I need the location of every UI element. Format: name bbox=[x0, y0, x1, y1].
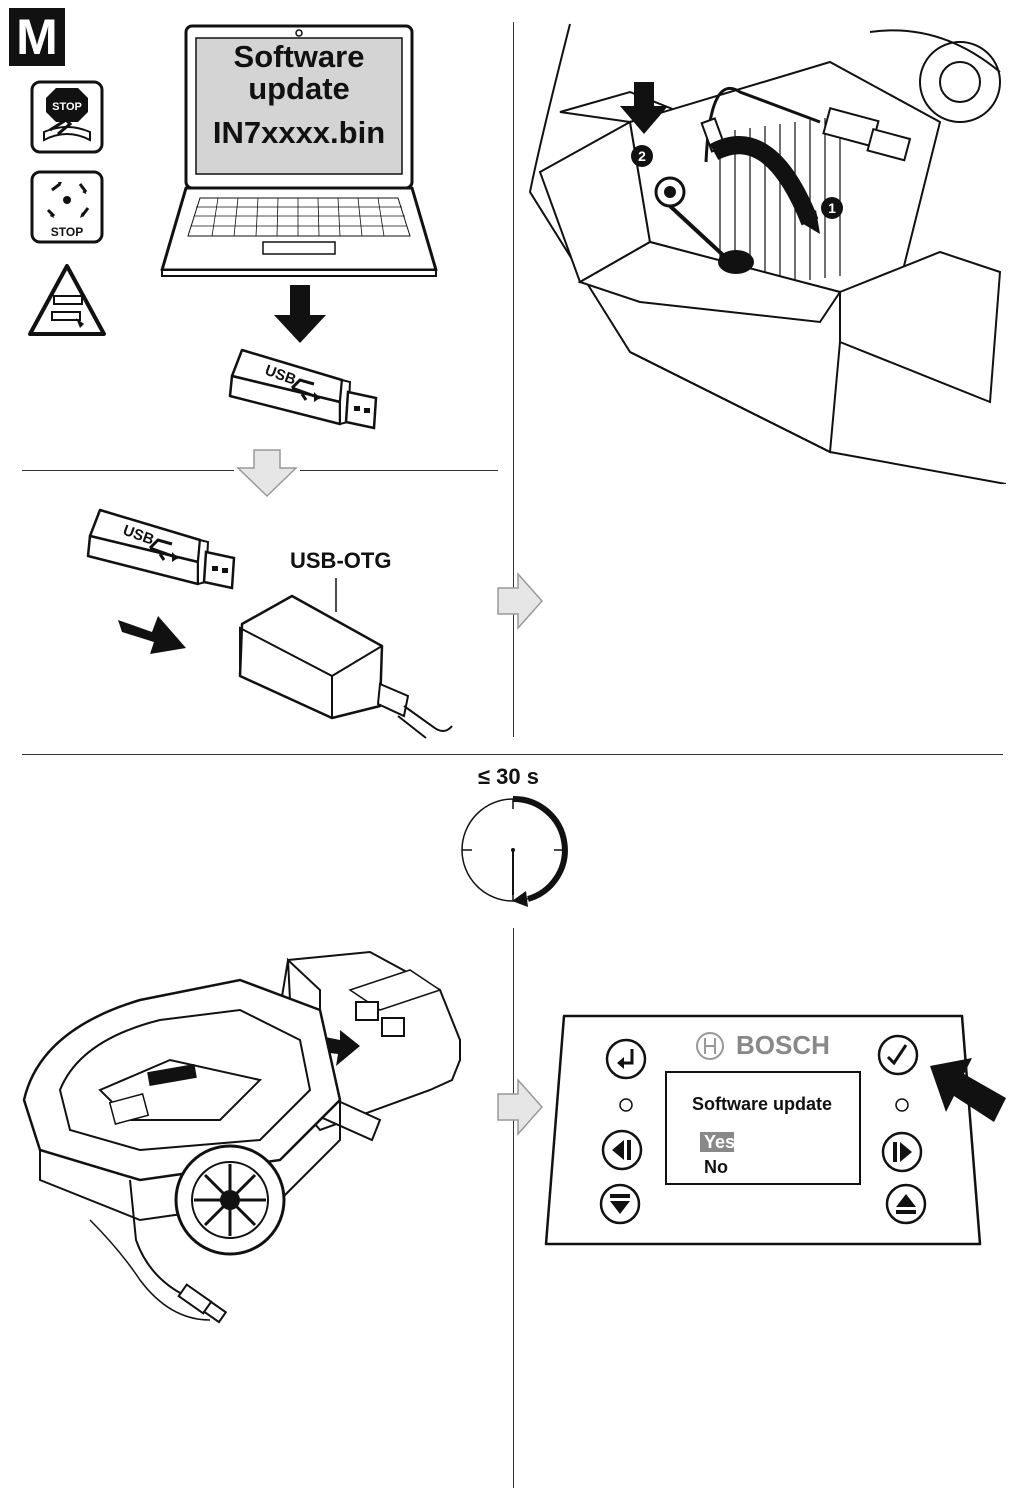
laptop-screen-line-1: Software bbox=[233, 39, 365, 74]
divider-vertical-bottom bbox=[513, 928, 514, 1488]
usb-otg-label: USB-OTG bbox=[290, 548, 392, 573]
stop-manual-icon: STOP bbox=[30, 80, 104, 154]
step-two-label: 2 bbox=[638, 148, 646, 164]
right-button[interactable] bbox=[880, 1130, 924, 1174]
led-right-icon bbox=[895, 1098, 909, 1112]
laptop-icon bbox=[160, 24, 438, 277]
brand-name: BOSCH bbox=[736, 1030, 830, 1060]
control-panel bbox=[544, 1014, 982, 1246]
up-button[interactable] bbox=[884, 1182, 928, 1226]
back-button[interactable] bbox=[604, 1037, 648, 1081]
usb-stick-icon: USB bbox=[228, 348, 378, 430]
divider-left-inner bbox=[22, 470, 234, 471]
rotating-blade-stop-icon: STOP bbox=[30, 170, 104, 244]
usb-stick-icon-2: USB bbox=[86, 508, 236, 590]
hollow-right-arrow-icon bbox=[497, 572, 544, 630]
laptop-screen-line-3: IN7xxxx.bin bbox=[212, 115, 386, 150]
left-button[interactable] bbox=[600, 1128, 644, 1172]
down-button[interactable] bbox=[598, 1182, 642, 1226]
ok-button-icon[interactable] bbox=[876, 1033, 920, 1077]
option-yes[interactable]: Yes bbox=[704, 1132, 736, 1152]
mower-underside-icon: 2 1 bbox=[528, 23, 1006, 484]
svg-text:STOP: STOP bbox=[52, 101, 82, 113]
led-left-icon bbox=[619, 1098, 633, 1112]
laptop-screen-line-2: update bbox=[248, 71, 350, 106]
svg-text:STOP: STOP bbox=[51, 225, 83, 239]
left-arrow-icon bbox=[118, 616, 186, 654]
hollow-down-arrow-icon bbox=[236, 449, 298, 498]
timer-label: ≤ 30 s bbox=[478, 764, 540, 789]
option-no[interactable]: No bbox=[704, 1157, 728, 1177]
hand-warning-icon bbox=[28, 264, 106, 336]
divider-left-inner-2 bbox=[300, 470, 498, 471]
figure-label-badge: M bbox=[9, 8, 65, 66]
step-one-label: 1 bbox=[828, 200, 836, 216]
display-title: Software update bbox=[692, 1094, 833, 1114]
laptop-screen-text: Software update IN7xxxx.bin bbox=[196, 38, 402, 174]
pointer-arrow-icon bbox=[930, 1058, 1006, 1122]
down-arrow-icon bbox=[274, 285, 326, 343]
hollow-right-arrow-icon-2 bbox=[497, 1078, 544, 1136]
divider-horizontal-middle bbox=[22, 754, 1003, 755]
clock-icon bbox=[461, 795, 568, 907]
mower-icon bbox=[22, 950, 461, 1324]
divider-vertical-top bbox=[513, 22, 514, 737]
usb-otg-plug-icon bbox=[238, 578, 453, 739]
